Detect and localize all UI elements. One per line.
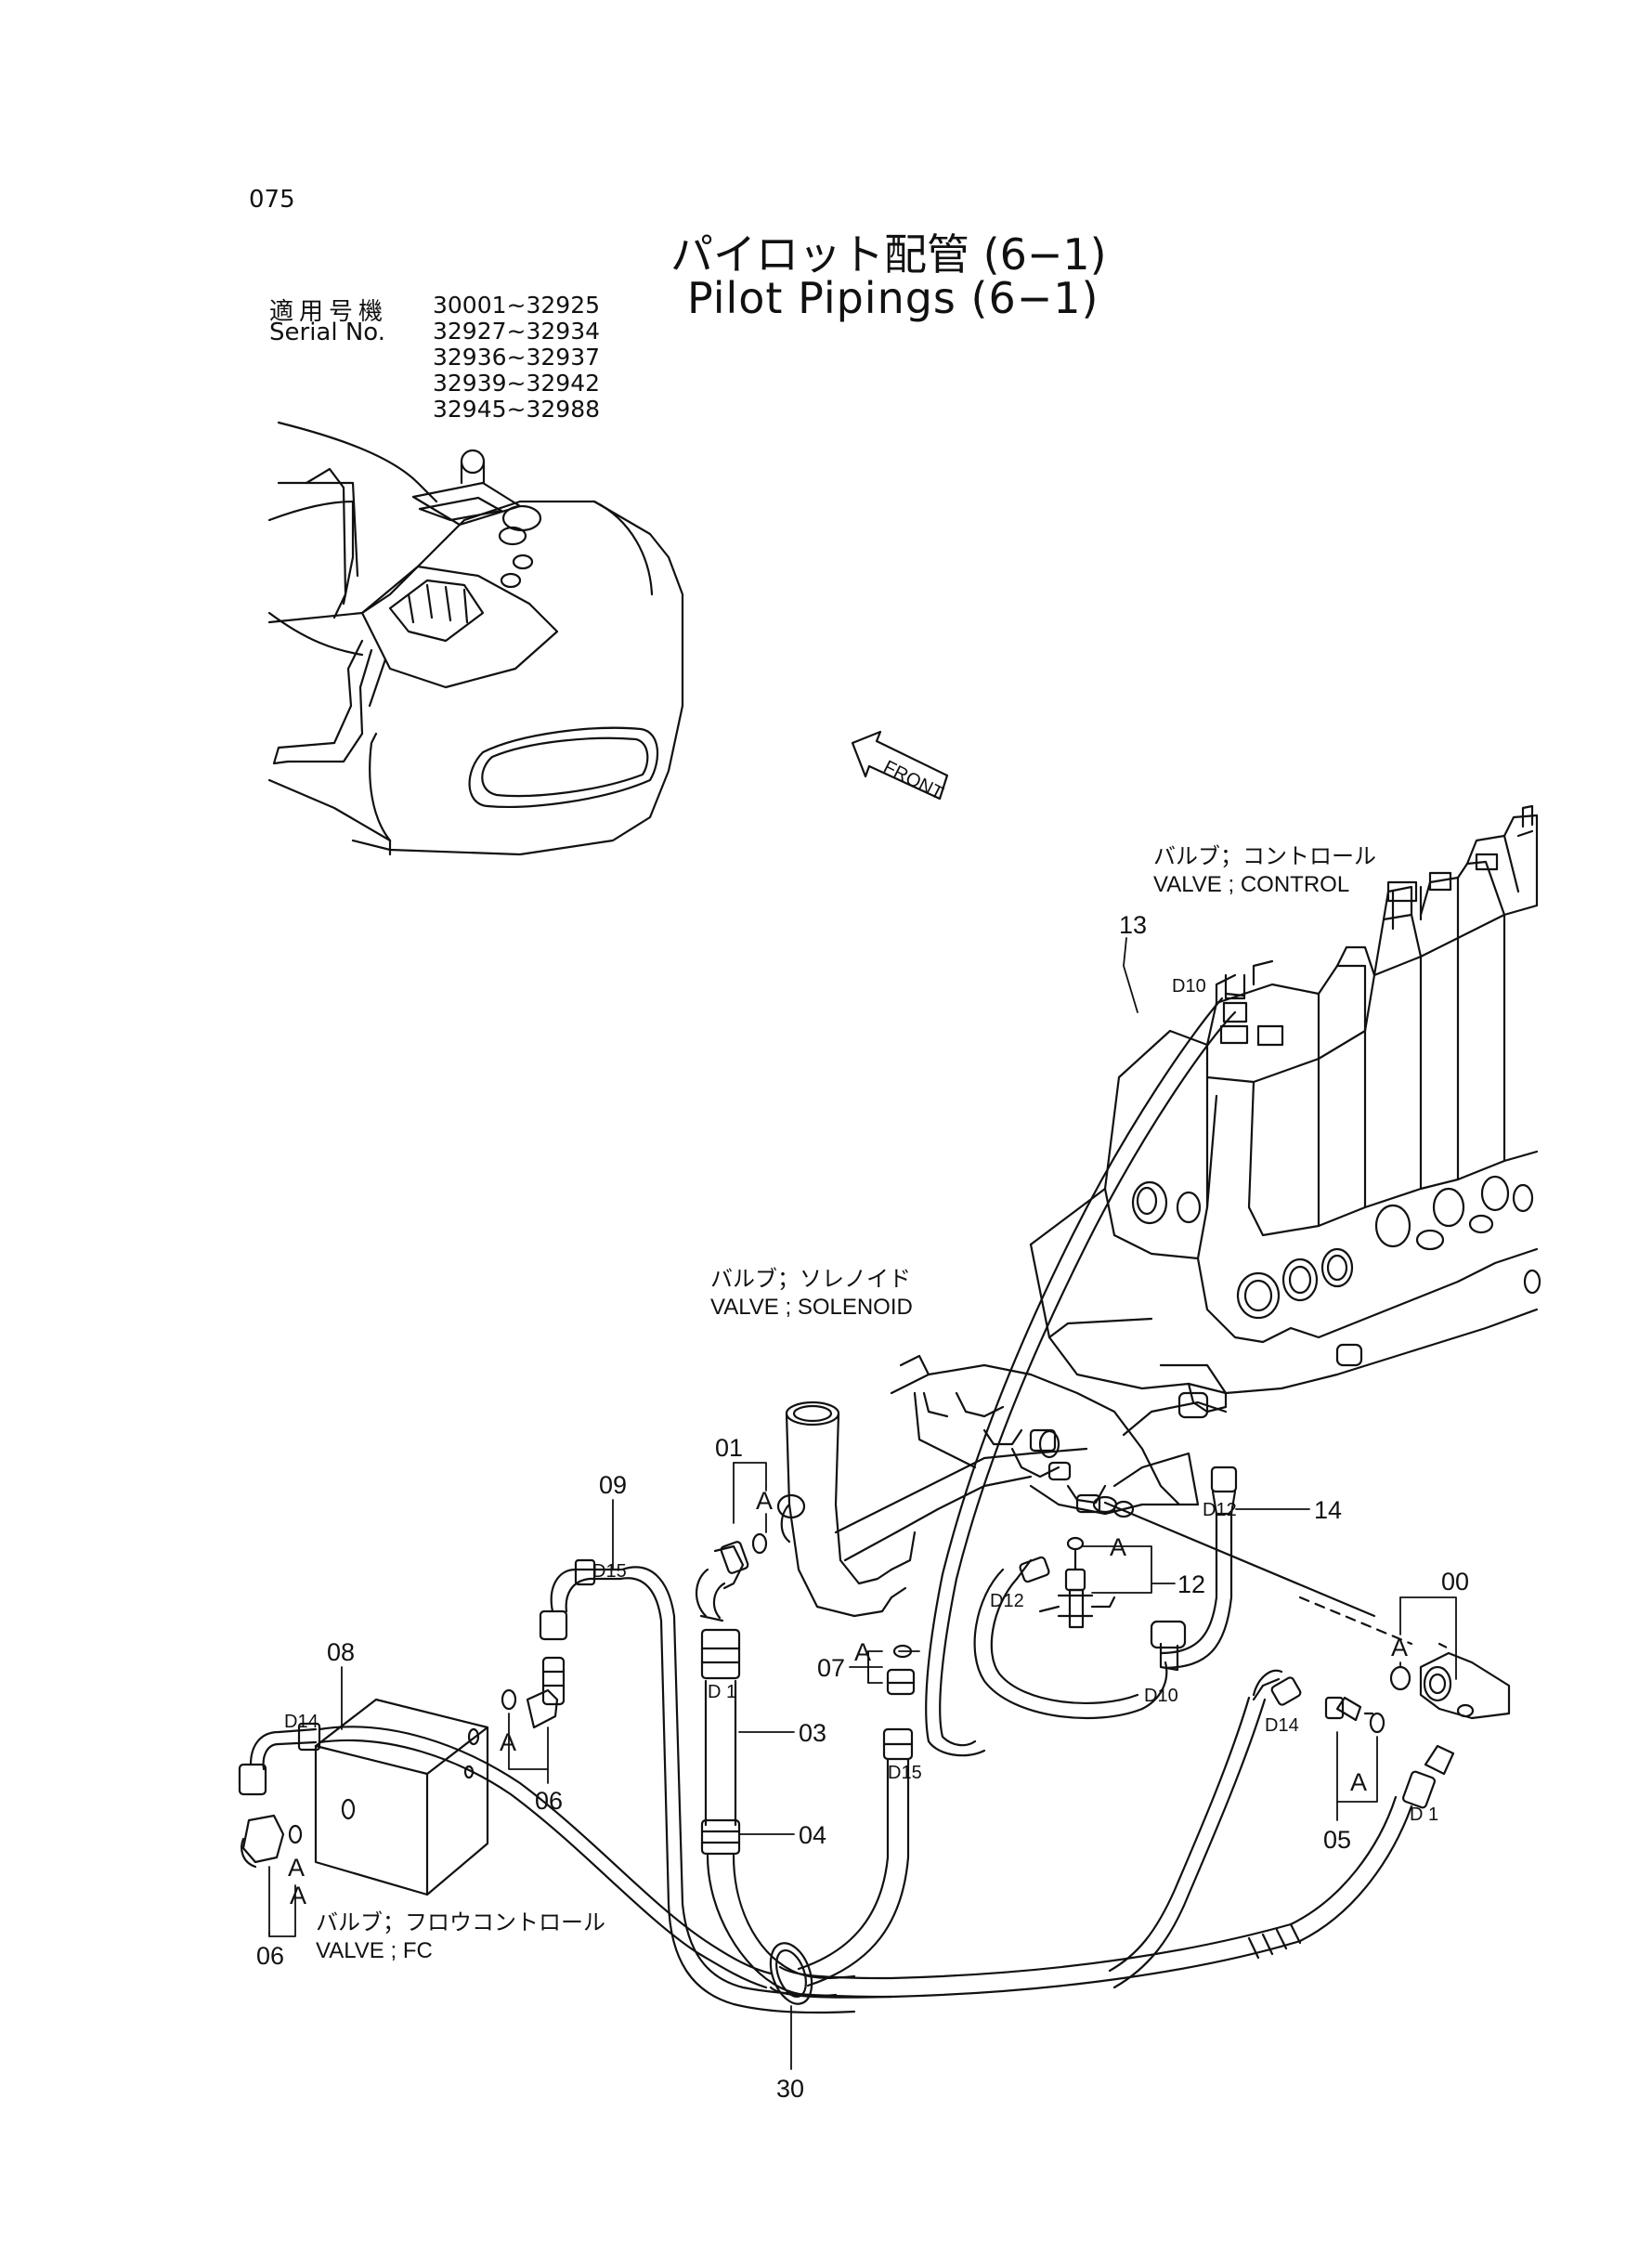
port-label-d10-lower: D10 [1144,1686,1178,1706]
valve-control-label-en: VALVE ; CONTROL [1153,872,1349,897]
serial-range: 30001~32925 [433,292,601,319]
port-label-d10-top: D10 [1172,976,1206,997]
fitting-01 [696,1493,806,1622]
machine-overview-inset [267,421,684,856]
valve-fc-label-jp: バルブ；フロウコントロール [316,1910,605,1935]
part-number-14: 14 [1314,1496,1342,1524]
hose-d14-right [1108,1669,1302,1989]
port-label-d1-middle: D 1 [708,1682,736,1702]
part-number-06-upper: 06 [535,1787,563,1815]
dashed-centerline [1298,1596,1413,1646]
section-mark-a: A [1391,1634,1408,1661]
port-label-d12-left: D12 [990,1591,1024,1611]
fitting-06-lower [241,1814,303,1869]
serial-range: 32939~32942 [433,370,601,397]
serial-range-list: 30001~32925 32927~32934 32936~32937 3293… [433,293,600,423]
section-mark-a: A [500,1728,516,1756]
leader-lines [268,937,1457,2070]
hose-09 [539,1558,684,1906]
part-number-07: 07 [817,1654,845,1682]
page-title-en: Pilot Pipings (6−1) [687,273,1099,323]
valve-control-label-jp: バルブ；コントロール [1153,844,1376,869]
valve-solenoid-label-en: VALVE ; SOLENOID [710,1295,913,1320]
solenoid-valve [890,1354,1228,1518]
serial-label-jp: 適用号機 [269,298,389,326]
fitting-00 [1389,1651,1511,1720]
port-label-d12-right: D12 [1203,1500,1237,1520]
section-mark-a: A [1350,1768,1367,1796]
section-mark-a: A [1110,1533,1126,1561]
part-number-05: 05 [1323,1826,1351,1854]
part-number-03: 03 [799,1719,826,1747]
serial-range: 32927~32934 [433,318,601,345]
serial-label-en: Serial No. [269,319,385,346]
section-mark-a: A [288,1854,305,1882]
valve-to-fitting-line [1103,1501,1376,1618]
port-label-d15-upper: D15 [592,1561,627,1582]
part-number-04: 04 [799,1821,826,1849]
port-label-d14-right: D14 [1265,1715,1299,1736]
hose-13 [925,997,1237,1757]
hose-loop-d12-d10 [973,1556,1187,1720]
section-mark-a: A [854,1638,871,1666]
hose-09-lower [681,1902,893,1999]
part-number-01: 01 [715,1434,743,1462]
hose-08 [238,1722,773,1989]
part-number-08: 08 [327,1638,355,1666]
flow-control-valve [314,1698,489,1896]
serial-range: 32945~32988 [433,396,601,423]
section-mark-a: A [290,1882,306,1909]
valve-solenoid-label-jp: バルブ；ソレノイド [710,1267,911,1292]
part-number-00: 00 [1441,1568,1469,1596]
part-number-30: 30 [776,2075,804,2103]
serial-range: 32936~32937 [433,344,601,371]
front-label: FRONT [880,757,946,804]
control-valve [1029,804,1541,1419]
valve-fc-label-en: VALVE ; FC [316,1938,433,1963]
port-label-d14-left: D14 [284,1712,319,1732]
port-label-d1-right: D 1 [1410,1804,1438,1825]
part-number-09: 09 [599,1471,627,1499]
clamp-30 [769,1942,813,2005]
port-label-d15-lower: D15 [888,1763,922,1783]
fitting-06-upper [501,1656,566,1729]
pipe-elbow [780,1401,1088,1618]
part-number-12: 12 [1177,1570,1205,1598]
fitting-07 [886,1644,916,1696]
part-number-13: 13 [1119,911,1147,939]
page-title-jp: パイロット配管 (6−1) [670,229,1107,280]
hose-14 [1159,1466,1238,1670]
section-mark-a: A [756,1487,773,1515]
tee-fitting-12 [1038,1536,1116,1629]
hose-d15-middle [797,1727,914,1987]
fitting-05 [1324,1696,1385,1734]
front-direction-arrow [851,730,949,801]
page-number: 075 [249,186,295,214]
part-number-06-lower: 06 [256,1942,284,1970]
